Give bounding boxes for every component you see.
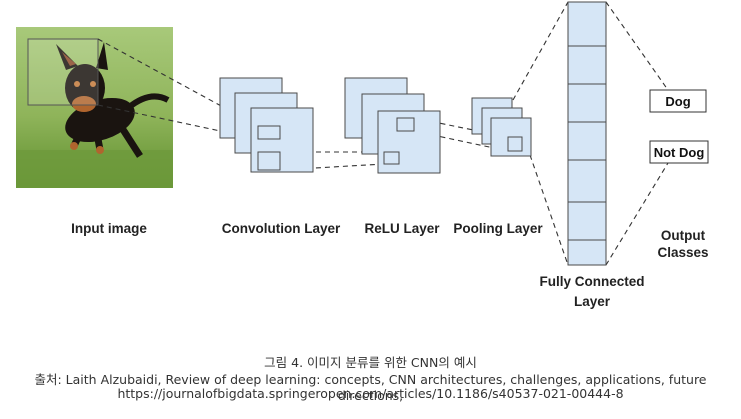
dog-illustration <box>56 42 170 158</box>
label-output-line2: Classes <box>657 245 708 260</box>
receptive-field-box <box>27 38 99 106</box>
label-input-image: Input image <box>71 221 147 236</box>
label-relu-layer: ReLU Layer <box>364 221 440 236</box>
label-fully-connected-line1: Fully Connected <box>539 274 644 289</box>
input-image <box>16 27 173 188</box>
fully-connected-column <box>567 1 607 266</box>
figure-caption-title: 그림 4. 이미지 분류를 위한 CNN의 예시 <box>264 355 477 370</box>
relu-layer-stack <box>344 77 441 174</box>
cnn-diagram: Dog Not Dog Input image Convolution Laye… <box>16 1 709 309</box>
label-fully-connected-line2: Layer <box>574 294 611 309</box>
convolution-layer-stack <box>219 77 314 173</box>
output-not-dog-label: Not Dog <box>654 145 705 160</box>
label-convolution-layer: Convolution Layer <box>222 221 341 236</box>
label-output-line1: Output <box>661 228 706 243</box>
pooling-layer-stack <box>471 97 532 157</box>
output-dog-box: Dog <box>649 89 707 113</box>
output-not-dog-box: Not Dog <box>649 140 709 164</box>
label-pooling-layer: Pooling Layer <box>453 221 543 236</box>
figure-caption-url: https://journalofbigdata.springeropen.co… <box>117 386 624 401</box>
connections <box>97 1 669 266</box>
output-dog-label: Dog <box>665 94 690 109</box>
figure-caption-source: 출처: Laith Alzubaidi, Review of deep lear… <box>34 372 707 403</box>
